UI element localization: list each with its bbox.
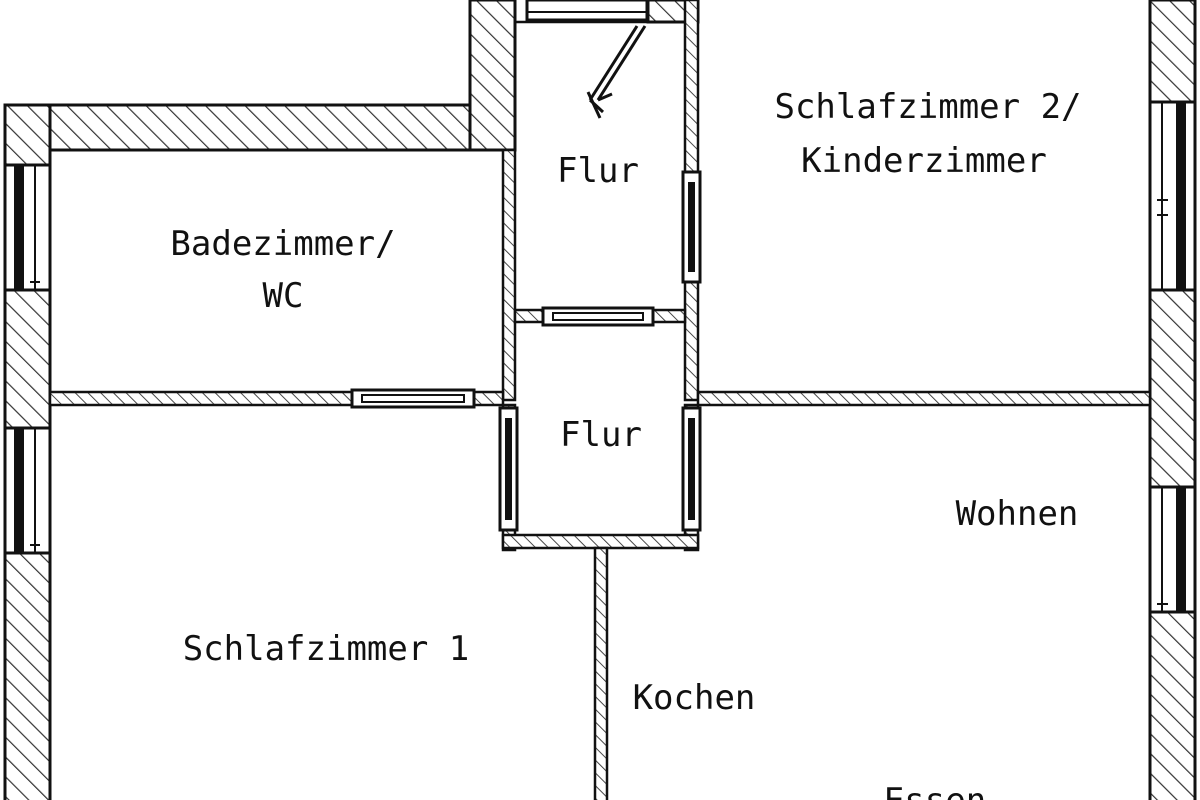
door-icon <box>498 406 519 532</box>
door-icon <box>681 170 702 284</box>
door-icon <box>681 406 702 532</box>
window-icon <box>3 163 52 292</box>
door-swing-icon <box>586 25 647 119</box>
wall-top-left <box>3 103 512 152</box>
kitchen-label: Kochen <box>633 678 756 718</box>
doors <box>350 170 702 532</box>
hall-upper-label: Flur <box>557 151 639 191</box>
window-icon <box>525 0 649 22</box>
dining-label: Essen <box>884 781 986 800</box>
window-icon <box>1148 100 1197 292</box>
room-labels: Badezimmer/ WC Flur Flur Schlafzimmer 2/… <box>170 87 1081 800</box>
living-label: Wohnen <box>956 494 1079 534</box>
bedroom2-label-line2: Kinderzimmer <box>801 141 1047 181</box>
bathroom-label-line2: WC <box>263 276 304 316</box>
window-icon <box>1148 485 1197 614</box>
windows <box>3 0 1197 614</box>
wall-bedroom2-living <box>696 390 1152 407</box>
wall-bedroom1-kitchen <box>593 546 609 800</box>
wall-hall-lower-bottom <box>501 533 700 550</box>
bedroom1-label: Schlafzimmer 1 <box>183 629 470 669</box>
hall-lower-label: Flur <box>560 415 642 455</box>
door-icon <box>541 306 655 327</box>
bathroom-label-line1: Badezimmer/ <box>170 224 395 264</box>
wall-top-stub <box>468 0 517 152</box>
window-icon <box>3 426 52 555</box>
wall-hall-upper-left <box>501 148 517 402</box>
door-icon <box>350 388 476 409</box>
bedroom2-label-line1: Schlafzimmer 2/ <box>774 87 1081 127</box>
